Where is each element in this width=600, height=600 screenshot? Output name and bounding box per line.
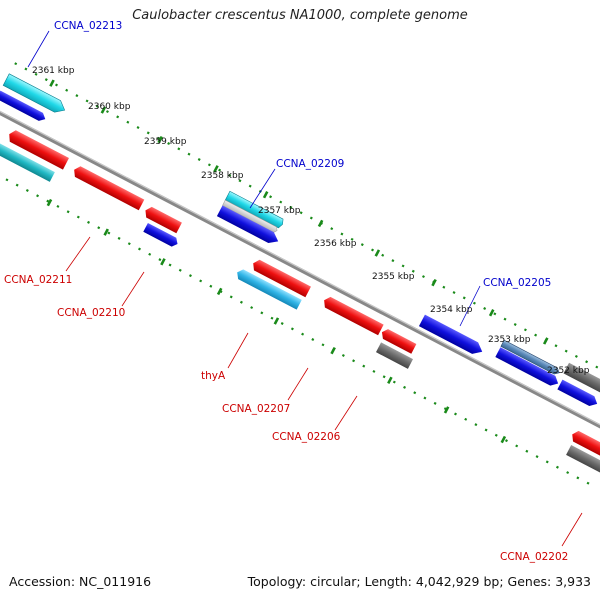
gene-label-reverse[interactable]: CCNA_02206 — [272, 431, 341, 443]
major-tick — [431, 278, 437, 287]
major-tick — [160, 258, 166, 266]
gene-arrow-cyan[interactable] — [224, 190, 285, 229]
gene-label-forward[interactable]: CCNA_02205 — [483, 277, 551, 289]
gene-label-reverse[interactable]: CCNA_02207 — [222, 403, 290, 415]
major-tick — [213, 165, 219, 173]
major-tick — [443, 406, 450, 414]
reverse-strand-genes — [0, 128, 600, 474]
gene-arrow-red[interactable] — [250, 258, 311, 298]
forward-strand-genes — [0, 73, 600, 409]
major-tick — [262, 191, 269, 199]
major-tick — [330, 346, 336, 355]
gene-arrow-gray[interactable] — [222, 199, 278, 233]
kbp-label: 2353 kbp — [488, 335, 531, 345]
leader-line — [287, 367, 309, 401]
gene-label-reverse[interactable]: thyA — [201, 370, 226, 382]
gene-arrow-blue[interactable] — [0, 90, 47, 124]
gene-labels: CCNA_02213 CCNA_02209 CCNA_02205 CCNA_02… — [4, 20, 568, 563]
map-title: Caulobacter crescentus NA1000, complete … — [132, 8, 468, 23]
leader-line — [27, 30, 50, 68]
major-tick — [317, 219, 324, 228]
gene-label-reverse[interactable]: CCNA_02210 — [57, 307, 125, 319]
kbp-labels: 2361 kbp 2360 kbp 2359 kbp 2358 kbp 2357… — [32, 66, 590, 376]
major-tick — [273, 317, 280, 325]
gene-arrow-gray[interactable] — [563, 362, 600, 393]
genome-backbone-highlight — [0, 101, 600, 437]
leader-line — [334, 395, 358, 431]
gene-arrow-red[interactable] — [379, 327, 417, 354]
major-tick — [103, 228, 109, 236]
accession-text: Accession: NC_011916 — [9, 574, 152, 589]
gene-arrow-sky[interactable] — [235, 267, 302, 310]
gene-arrow-blue[interactable] — [495, 347, 560, 388]
leader-line — [65, 236, 91, 272]
kbp-label: 2352 kbp — [547, 366, 590, 376]
label-leader-lines — [27, 30, 583, 547]
major-tick — [216, 287, 223, 296]
major-tick — [542, 337, 549, 345]
kbp-label: 2358 kbp — [201, 171, 244, 181]
kbp-label: 2354 kbp — [430, 305, 473, 315]
gene-arrow-blue[interactable] — [418, 314, 485, 358]
gene-label-reverse[interactable]: CCNA_02202 — [500, 551, 568, 563]
leader-line — [249, 168, 276, 209]
kbp-label: 2360 kbp — [88, 102, 131, 112]
gene-label-forward[interactable]: CCNA_02213 — [54, 20, 122, 32]
genome-summary-text: Topology: circular; Length: 4,042,929 bp… — [247, 574, 591, 589]
major-tick — [157, 135, 163, 144]
kbp-label: 2361 kbp — [32, 66, 75, 76]
gene-arrow-blue[interactable] — [557, 379, 599, 409]
gene-arrow-gray[interactable] — [566, 445, 600, 474]
gene-arrow-steel[interactable] — [500, 339, 561, 376]
major-tick — [46, 198, 53, 207]
inner-major-ticks — [46, 198, 507, 444]
major-tick — [49, 79, 55, 87]
leader-line — [121, 271, 145, 307]
kbp-label: 2356 kbp — [314, 239, 357, 249]
leader-line — [561, 512, 583, 547]
gene-arrow-blue[interactable] — [216, 205, 281, 246]
gene-arrow-red[interactable] — [71, 164, 145, 211]
major-tick — [488, 309, 495, 317]
gene-label-forward[interactable]: CCNA_02209 — [276, 158, 344, 170]
kbp-label: 2355 kbp — [372, 272, 415, 282]
gene-arrow-red[interactable] — [143, 205, 182, 234]
major-ticks — [49, 79, 549, 345]
gene-arrow-gray[interactable] — [375, 342, 413, 369]
gene-arrow-teal[interactable] — [0, 142, 55, 182]
leader-line — [227, 332, 249, 369]
gene-arrow-blue[interactable] — [143, 222, 180, 249]
major-tick — [100, 106, 107, 114]
major-tick — [374, 249, 381, 257]
genome-backbone — [0, 101, 600, 439]
gene-arrow-cyan[interactable] — [2, 73, 68, 116]
gene-arrow-red[interactable] — [6, 128, 69, 170]
gene-label-reverse[interactable]: CCNA_02211 — [4, 274, 72, 286]
major-tick — [500, 435, 507, 444]
major-tick — [387, 376, 393, 384]
gene-arrow-red[interactable] — [321, 295, 384, 336]
kbp-label: 2359 kbp — [144, 137, 187, 147]
gene-arrow-red[interactable] — [569, 429, 600, 461]
kbp-label: 2357 kbp — [258, 206, 301, 216]
leader-line — [459, 285, 481, 327]
